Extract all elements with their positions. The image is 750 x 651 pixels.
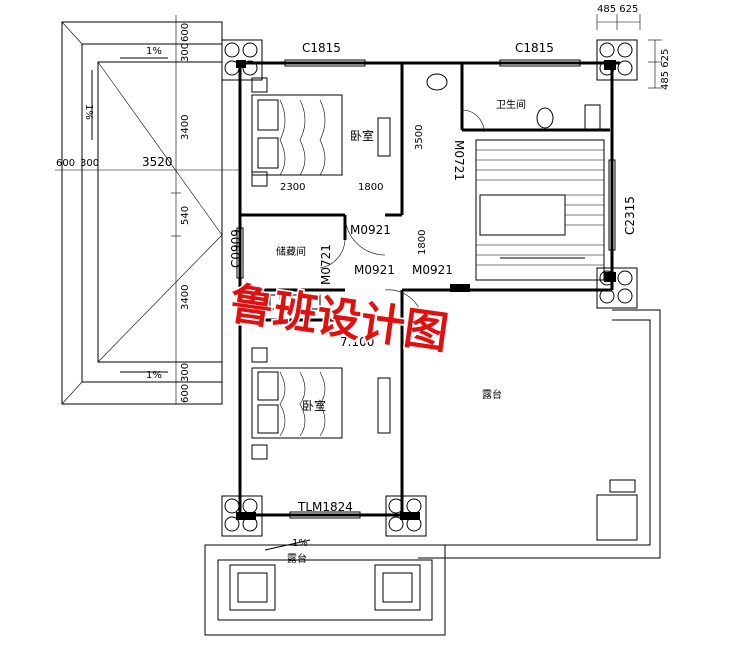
door-label-m0721-bath: M0721 (452, 140, 466, 181)
right-terrace (418, 309, 661, 559)
left-roof-area (61, 21, 223, 405)
elevation-label: 7.100 (340, 335, 374, 349)
dim-top-485-625: 485 625 (597, 4, 638, 15)
room-label-terrace-right: 露台 (482, 388, 502, 401)
slope-label-roof-bottom: 1% (146, 370, 162, 381)
bathroom-fixtures (426, 73, 601, 133)
storage-shelves (269, 294, 321, 310)
dim-horiz-3520: 3520 (142, 155, 173, 169)
room-label-bathroom: 卫生间 (496, 98, 526, 111)
door-label-m0721-storage: M0721 (319, 244, 333, 285)
slope-label-roof-top: 1% (146, 46, 162, 57)
room-label-bedroom-bottom: 卧室 (302, 398, 326, 413)
dim-horiz-300: 300 (80, 158, 99, 169)
room-labels: C1815 C1815 C2315 C0909 卧室 卧室 卫生间 储藏间 露台… (83, 41, 637, 565)
windows (236, 59, 616, 519)
window-label-c0909: C0909 (229, 229, 243, 268)
left-dimension-chain (55, 15, 241, 405)
door-label-m0921-c: M0921 (412, 263, 453, 277)
room-label-storage: 储藏间 (276, 245, 306, 258)
dim-room-1800v: 1800 (417, 230, 428, 255)
door-label-m0921-b: M0921 (354, 263, 395, 277)
door-swings (319, 214, 421, 311)
room-label-bedroom-top: 卧室 (350, 128, 374, 143)
dim-room-2300: 2300 (280, 182, 305, 193)
slope-label-roof-side: 1% (83, 104, 94, 120)
dim-room-3500: 3500 (414, 125, 425, 150)
room-label-terrace-bottom: 露台 (287, 552, 307, 565)
dim-left-600b: 600 (180, 384, 191, 403)
window-label-c1815-left: C1815 (302, 41, 341, 55)
column-pads (221, 39, 638, 537)
window-label-c2315: C2315 (623, 196, 637, 235)
bottom-terrace (204, 539, 446, 636)
dimension-labels: 485 625 485 625 600 300 3400 540 3400 30… (56, 4, 671, 403)
door-label-m0921-a: M0921 (350, 223, 391, 237)
dim-left-300-top: 300 (180, 43, 191, 62)
bed-bottom (251, 347, 391, 460)
dim-right-485-625: 485 625 (660, 49, 671, 90)
dim-left-3400: 3400 (180, 115, 191, 140)
dim-left-3400b: 3400 (180, 285, 191, 310)
dim-left-600: 600 (180, 23, 191, 42)
slope-label-bottom: 1% (292, 538, 308, 549)
door-label-tlm1824: TLM1824 (297, 500, 353, 514)
dim-room-1800: 1800 (358, 182, 383, 193)
top-right-dimensions (596, 14, 662, 89)
dim-left-540: 540 (180, 206, 191, 225)
bed-top (251, 77, 391, 187)
dim-horiz-600: 600 (56, 158, 75, 169)
dim-left-300-bottom: 300 (180, 363, 191, 382)
staircase (475, 139, 605, 281)
window-label-c1815-right: C1815 (515, 41, 554, 55)
